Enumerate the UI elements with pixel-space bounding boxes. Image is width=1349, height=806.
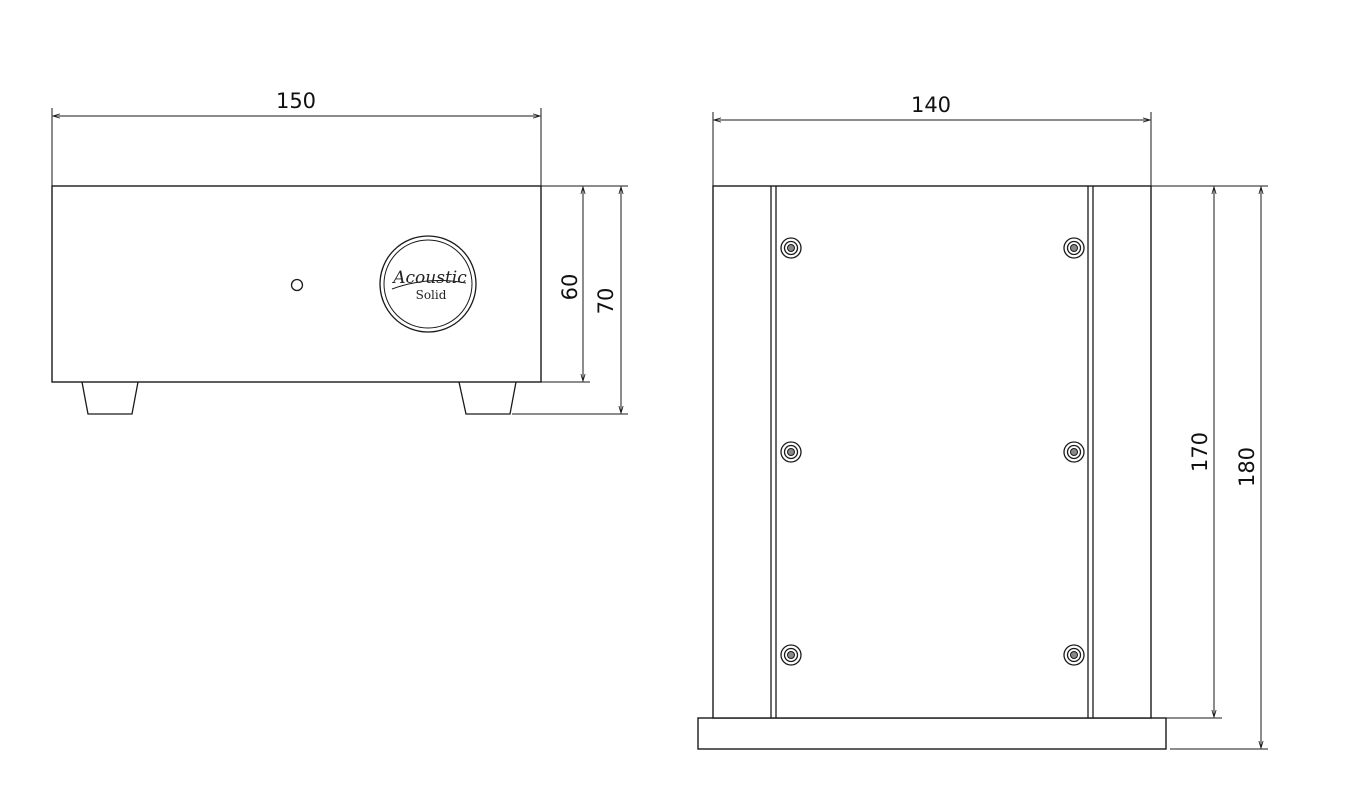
front-height-dimensions: 60 70 <box>512 185 628 415</box>
front-chassis <box>51 185 542 383</box>
base-plate <box>697 717 1167 750</box>
top-width-dimension: 140 <box>712 93 1152 186</box>
screws <box>780 237 1085 666</box>
front-width-label: 150 <box>276 89 316 113</box>
power-led-icon <box>290 278 304 292</box>
screw-icon <box>780 237 802 259</box>
top-view: 140 170 180 <box>697 93 1268 750</box>
top-total-depth-label: 180 <box>1235 447 1259 487</box>
logo-badge: Acoustic Solid <box>379 235 477 333</box>
top-inner-depth-label: 170 <box>1188 432 1212 472</box>
right-foot <box>458 381 517 415</box>
screw-icon <box>780 644 802 666</box>
top-width-label: 140 <box>911 93 951 117</box>
logo-text-solid: Solid <box>416 288 447 302</box>
left-foot <box>81 381 139 415</box>
screw-icon <box>780 441 802 463</box>
front-total-height-label: 70 <box>594 288 618 315</box>
logo-text-acoustic: Acoustic <box>391 268 467 288</box>
top-chassis <box>712 185 1152 719</box>
front-view: 150 Acoustic Solid 60 70 <box>51 89 628 415</box>
screw-icon <box>1063 644 1085 666</box>
screw-icon <box>1063 237 1085 259</box>
front-body-height-label: 60 <box>558 274 582 301</box>
front-width-dimension: 150 <box>51 89 542 186</box>
screw-icon <box>1063 441 1085 463</box>
top-depth-dimensions: 170 180 <box>1151 185 1268 750</box>
